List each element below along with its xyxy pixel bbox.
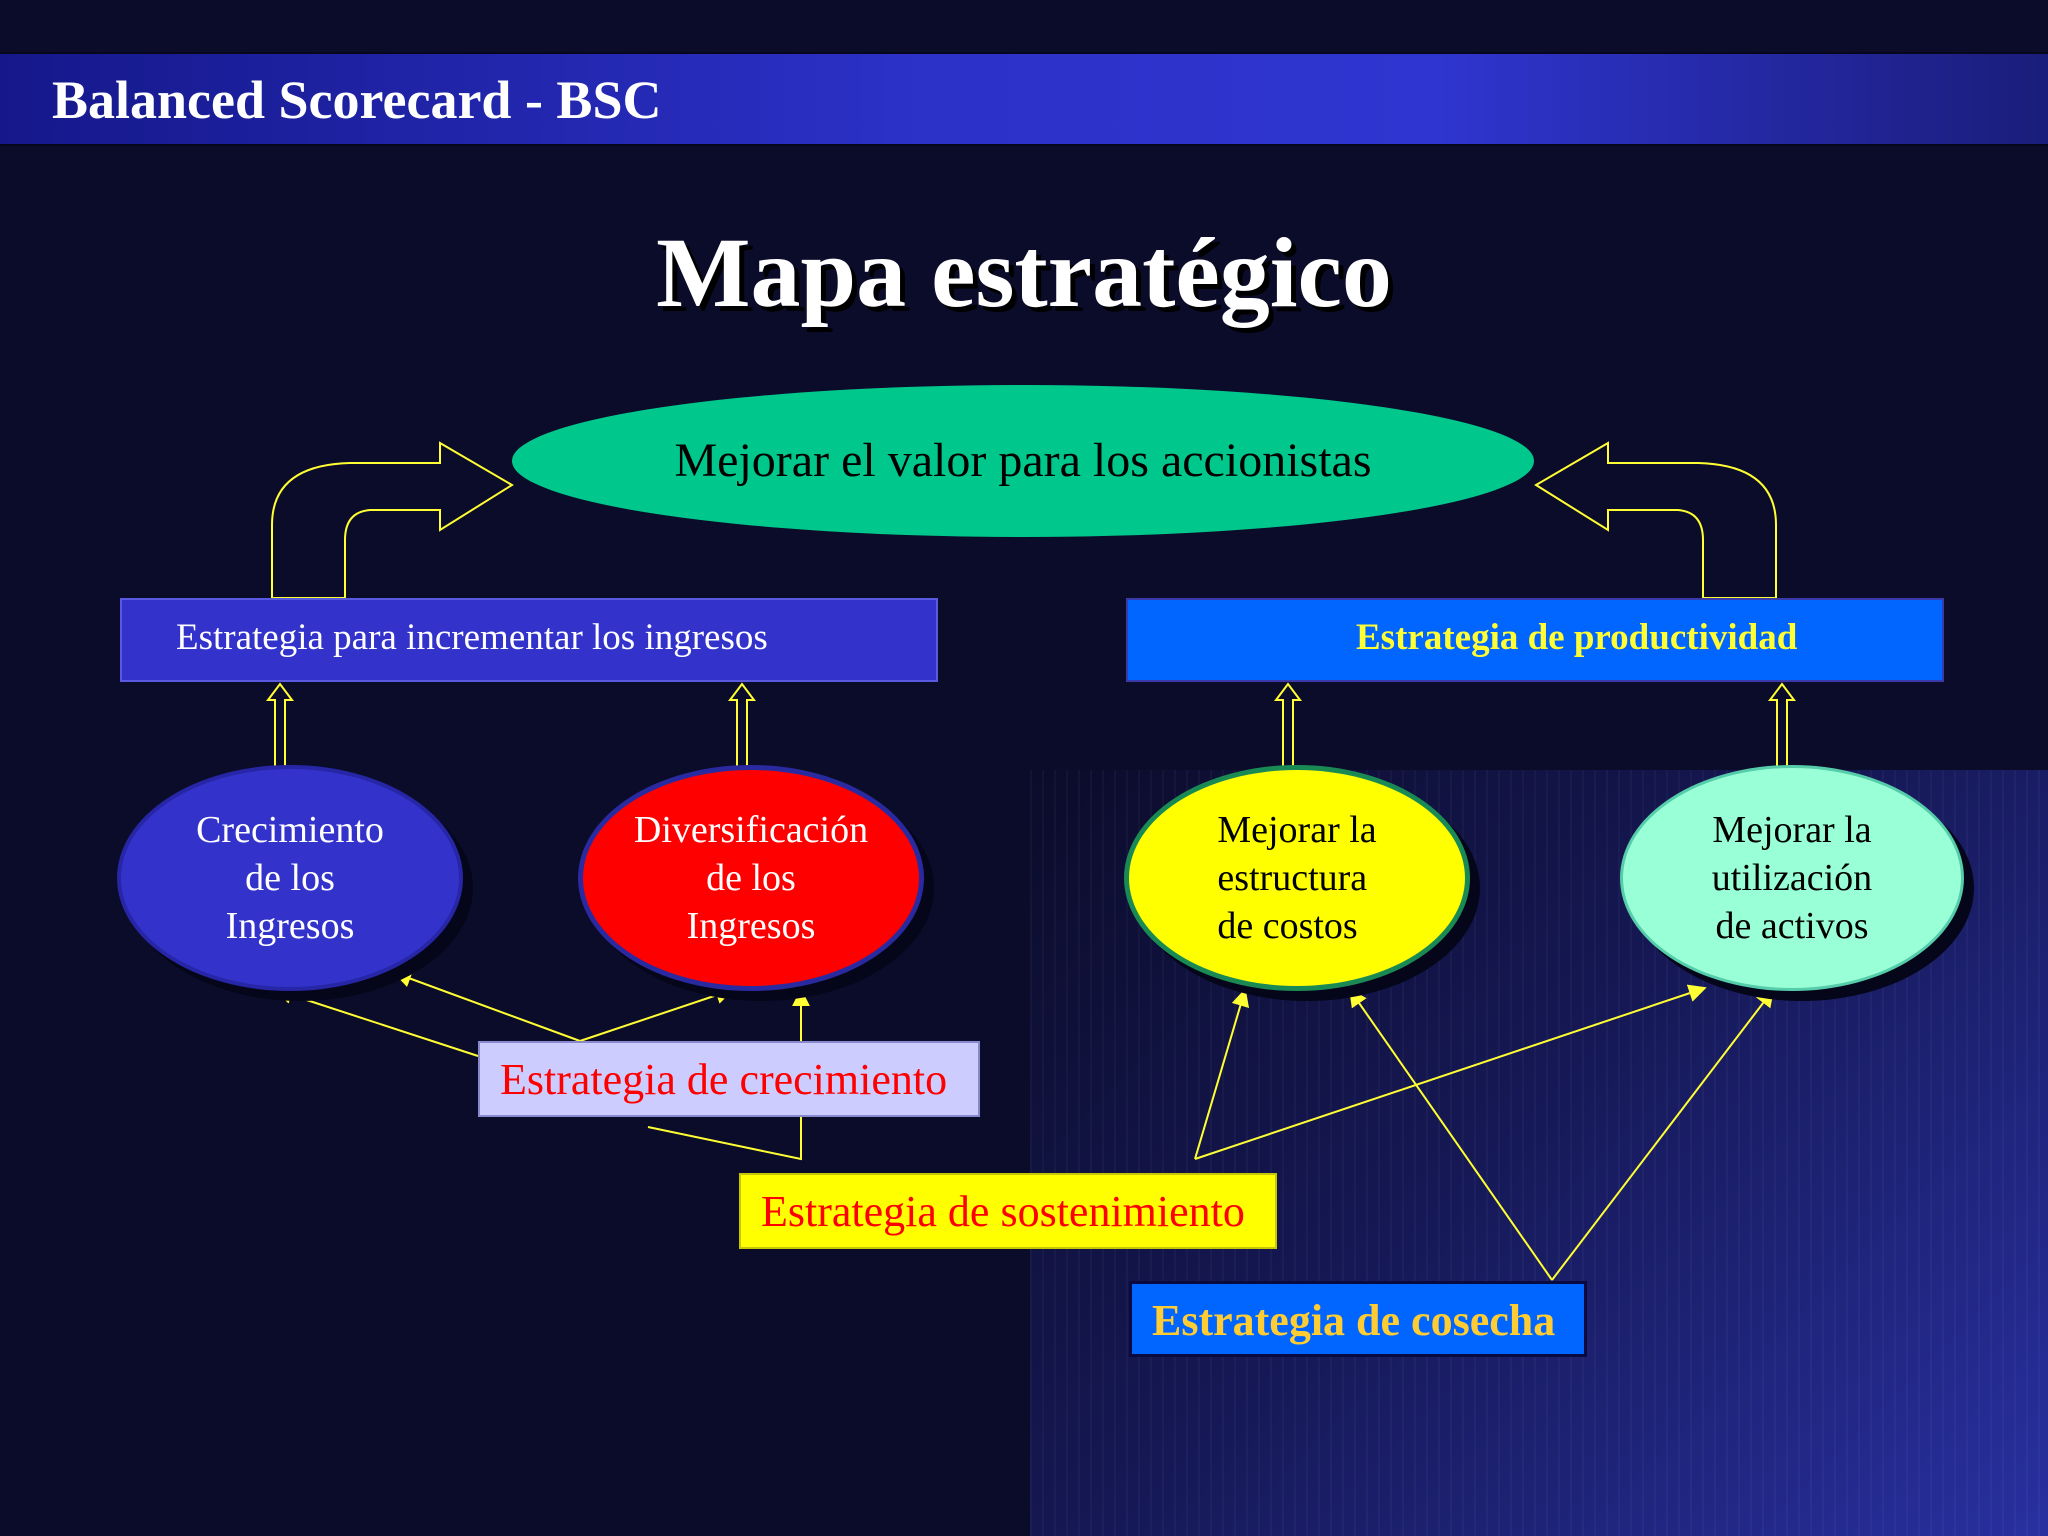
header-bar	[0, 52, 2048, 146]
strategy-ingresos-box: Estrategia para incrementar los ingresos	[120, 598, 938, 682]
box-crecimiento: Estrategia de crecimiento	[478, 1041, 980, 1117]
oval-costos: Mejorar la estructura de costos	[1124, 765, 1470, 991]
top-goal-oval: Mejorar el valor para los accionistas	[512, 385, 1534, 537]
curved-arrow-right	[1534, 441, 1777, 599]
oval-activos: Mejorar la utilización de activos	[1620, 765, 1964, 991]
page-title: Mapa estratégico	[656, 217, 1392, 328]
strategy-productividad-box: Estrategia de productividad	[1126, 598, 1944, 682]
arrow-to-costos	[1194, 988, 1250, 1160]
up-arrow-costos	[1274, 682, 1302, 768]
oval-costos-label: Mejorar la estructura de costos	[1217, 809, 1377, 947]
oval-diversificacion: Diversificación de los Ingresos	[578, 765, 924, 991]
arrow-cosecha-to-costos	[1348, 988, 1553, 1281]
up-arrow-diversificacion	[728, 682, 756, 768]
arrow-crec-to-crecimiento	[274, 986, 479, 1057]
oval-crecimiento: Crecimiento de los Ingresos	[117, 765, 463, 991]
oval-activos-label: Mejorar la utilización de activos	[1711, 809, 1873, 947]
arrow-to-activos	[1194, 984, 1707, 1160]
strategy-ingresos-label: Estrategia para incrementar los ingresos	[176, 617, 768, 658]
arrow-crec-to-diversificacion	[579, 986, 734, 1042]
oval-crecimiento-label: Crecimiento de los Ingresos	[196, 809, 384, 947]
up-arrow-activos	[1768, 682, 1796, 768]
box-sostenimiento-label: Estrategia de sostenimiento	[761, 1187, 1245, 1236]
up-arrow-crecimiento	[266, 682, 294, 768]
arrow-crec-to-crecimiento-2	[393, 970, 581, 1042]
strategy-productividad-label: Estrategia de productividad	[1356, 617, 1798, 658]
top-goal-label: Mejorar el valor para los accionistas	[674, 434, 1372, 487]
oval-diversificacion-label: Diversificación de los Ingresos	[633, 809, 869, 947]
box-crecimiento-label: Estrategia de crecimiento	[500, 1055, 948, 1104]
box-sostenimiento: Estrategia de sostenimiento	[739, 1173, 1277, 1249]
box-cosecha-label: Estrategia de cosecha	[1152, 1296, 1556, 1345]
box-cosecha: Estrategia de cosecha	[1129, 1281, 1587, 1357]
arrow-cosecha-to-activos	[1551, 988, 1775, 1281]
curved-arrow-left	[271, 441, 514, 599]
header-title: Balanced Scorecard - BSC	[52, 70, 662, 130]
